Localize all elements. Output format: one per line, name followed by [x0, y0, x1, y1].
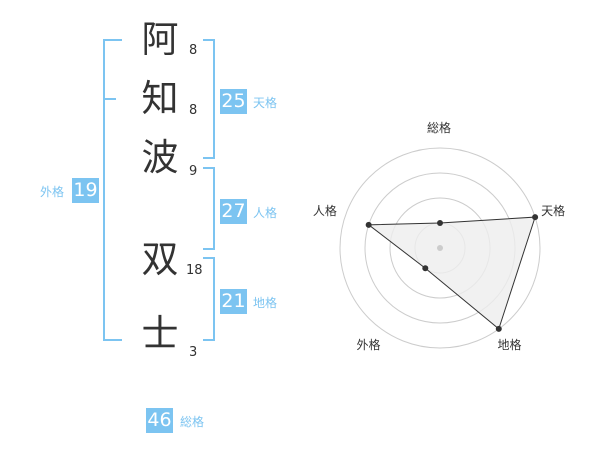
radar-polygon	[367, 216, 536, 330]
radar-axis-label-3: 地格	[497, 338, 522, 353]
radar-point-4	[422, 265, 429, 272]
radar-axis-label-4: 外格	[356, 338, 381, 353]
name-char-4: 双	[141, 238, 179, 281]
chikaku-value: 21	[220, 289, 247, 314]
gaikaku-bracket	[103, 39, 122, 341]
radar-axis-label-1: 総格	[427, 121, 452, 135]
radar-center-point	[437, 245, 443, 251]
tenkaku-label: 天格	[253, 96, 278, 110]
stroke-count-3: 9	[189, 164, 198, 179]
name-char-5: 士	[141, 312, 179, 355]
jinkaku-bracket	[203, 167, 215, 250]
stroke-count-2: 8	[189, 103, 198, 118]
soukaku-value: 46	[146, 408, 173, 433]
tenkaku-bracket	[203, 39, 215, 159]
stroke-count-5: 3	[189, 345, 198, 360]
chikaku-label: 地格	[253, 296, 278, 310]
radar-point-3	[495, 325, 502, 332]
jinkaku-label: 人格	[253, 206, 278, 220]
tenkaku-value: 25	[220, 89, 247, 114]
name-char-1: 阿	[141, 18, 179, 61]
radar-point-2	[532, 214, 539, 221]
jinkaku-value: 27	[220, 199, 247, 224]
radar-point-1	[437, 220, 443, 226]
soukaku-label: 総格	[180, 415, 205, 429]
radar-axis-label-2: 天格	[541, 203, 566, 218]
name-char-2: 知	[141, 77, 179, 120]
name-char-3: 波	[141, 136, 179, 179]
stroke-count-1: 8	[189, 43, 198, 58]
radar-ring	[339, 147, 541, 349]
chikaku-bracket	[203, 257, 215, 341]
radar-axis-label-5: 人格	[312, 203, 337, 218]
stroke-count-4: 18	[186, 263, 203, 278]
gaikaku-label: 外格	[40, 185, 65, 199]
radar-point-5	[365, 221, 372, 228]
gaikaku-value: 19	[72, 178, 99, 203]
